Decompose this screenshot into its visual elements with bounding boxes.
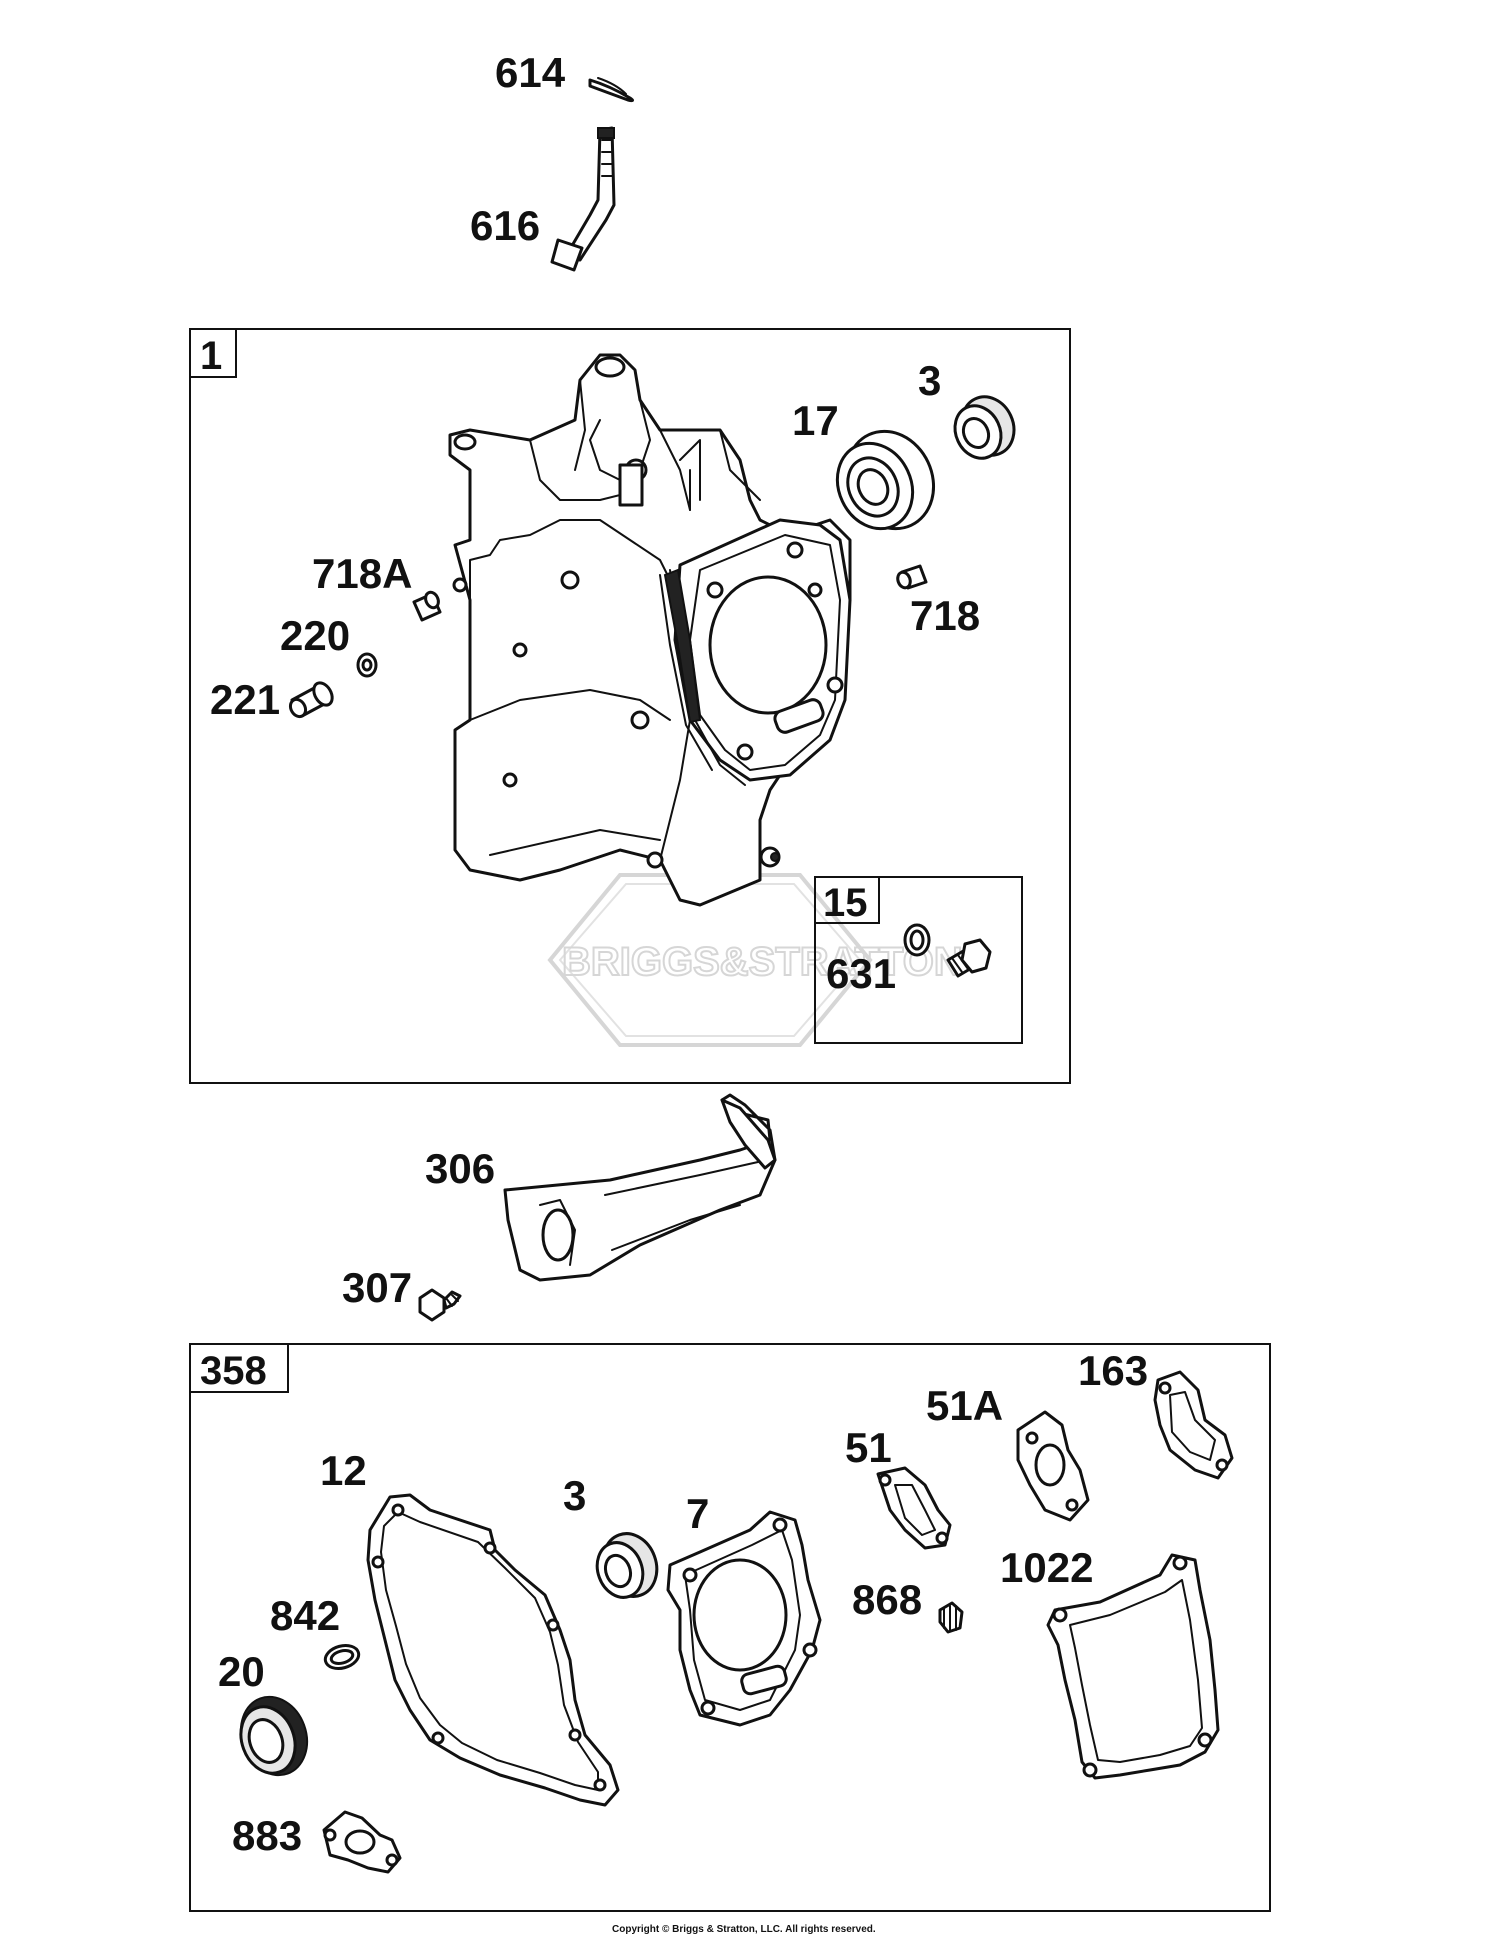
kit-box-358	[189, 1343, 1271, 1912]
part-883-gasket	[322, 1810, 402, 1874]
part-label-883: 883	[232, 1812, 302, 1859]
kit-label-15: 15	[823, 881, 868, 925]
part-221-plug	[288, 681, 334, 719]
part-label-3-upper: 3	[918, 357, 941, 404]
part-868-plug	[938, 1601, 964, 1634]
part-label-1022: 1022	[1000, 1544, 1093, 1591]
kit-box-1-tag	[189, 328, 237, 378]
part-842-o-ring	[323, 1643, 361, 1671]
part-label-51: 51	[845, 1424, 892, 1471]
part-label-306: 306	[425, 1145, 495, 1192]
part-label-718A: 718A	[312, 550, 412, 597]
part-718A-dowel-pin	[412, 590, 442, 622]
part-1-cylinder-block	[448, 353, 852, 907]
kit-label-1: 1	[200, 334, 222, 378]
kit-box-1	[189, 328, 1071, 1084]
kit-box-15-tag	[814, 876, 880, 924]
part-label-12: 12	[320, 1447, 367, 1494]
part-12-crankcase-gasket	[366, 1493, 620, 1807]
part-51-gasket	[876, 1466, 952, 1550]
part-label-17: 17	[792, 397, 839, 444]
copyright-notice: Copyright © Briggs & Stratton, LLC. All …	[612, 1924, 876, 1935]
part-label-868: 868	[852, 1576, 922, 1623]
part-631-drain-plug-washer	[903, 923, 931, 957]
kit-box-15	[814, 876, 1023, 1044]
part-label-163: 163	[1078, 1347, 1148, 1394]
part-label-616: 616	[470, 202, 540, 249]
part-label-614: 614	[495, 49, 566, 96]
part-306-air-guide-shield	[503, 1093, 777, 1282]
part-307-screw	[418, 1288, 462, 1322]
part-3-oil-seal-upper	[953, 395, 1016, 460]
part-631-drain-plug	[946, 938, 992, 978]
part-label-3-lower: 3	[563, 1472, 586, 1519]
part-label-51A: 51A	[926, 1382, 1003, 1429]
part-17-ball-bearing	[835, 429, 936, 531]
part-51A-gasket	[1016, 1410, 1090, 1522]
part-220-washer	[356, 652, 378, 678]
svg-text:BRIGGS&STRATTON: BRIGGS&STRATTON	[562, 940, 963, 984]
part-label-221: 221	[210, 676, 280, 723]
part-label-307: 307	[342, 1264, 412, 1311]
part-label-842: 842	[270, 1592, 340, 1639]
part-614-cotter-pin	[588, 77, 635, 103]
part-20-oil-seal	[239, 1695, 309, 1777]
part-3-oil-seal-lower	[595, 1532, 659, 1599]
part-616-linkage-rod	[550, 126, 616, 272]
kit-box-358-tag	[189, 1343, 289, 1393]
part-718-dowel-pin	[896, 564, 928, 590]
kit-label-358: 358	[200, 1349, 267, 1393]
part-label-718: 718	[910, 592, 980, 639]
part-163-gasket	[1153, 1370, 1234, 1480]
part-7-head-gasket	[666, 1510, 822, 1727]
brand-watermark: BRIGGS&STRATTON	[547, 873, 964, 1047]
part-label-631: 631	[826, 950, 896, 997]
part-label-7: 7	[686, 1490, 709, 1537]
part-label-20: 20	[218, 1648, 265, 1695]
part-label-220: 220	[280, 612, 350, 659]
part-1022-valve-cover-gasket	[1046, 1553, 1220, 1780]
